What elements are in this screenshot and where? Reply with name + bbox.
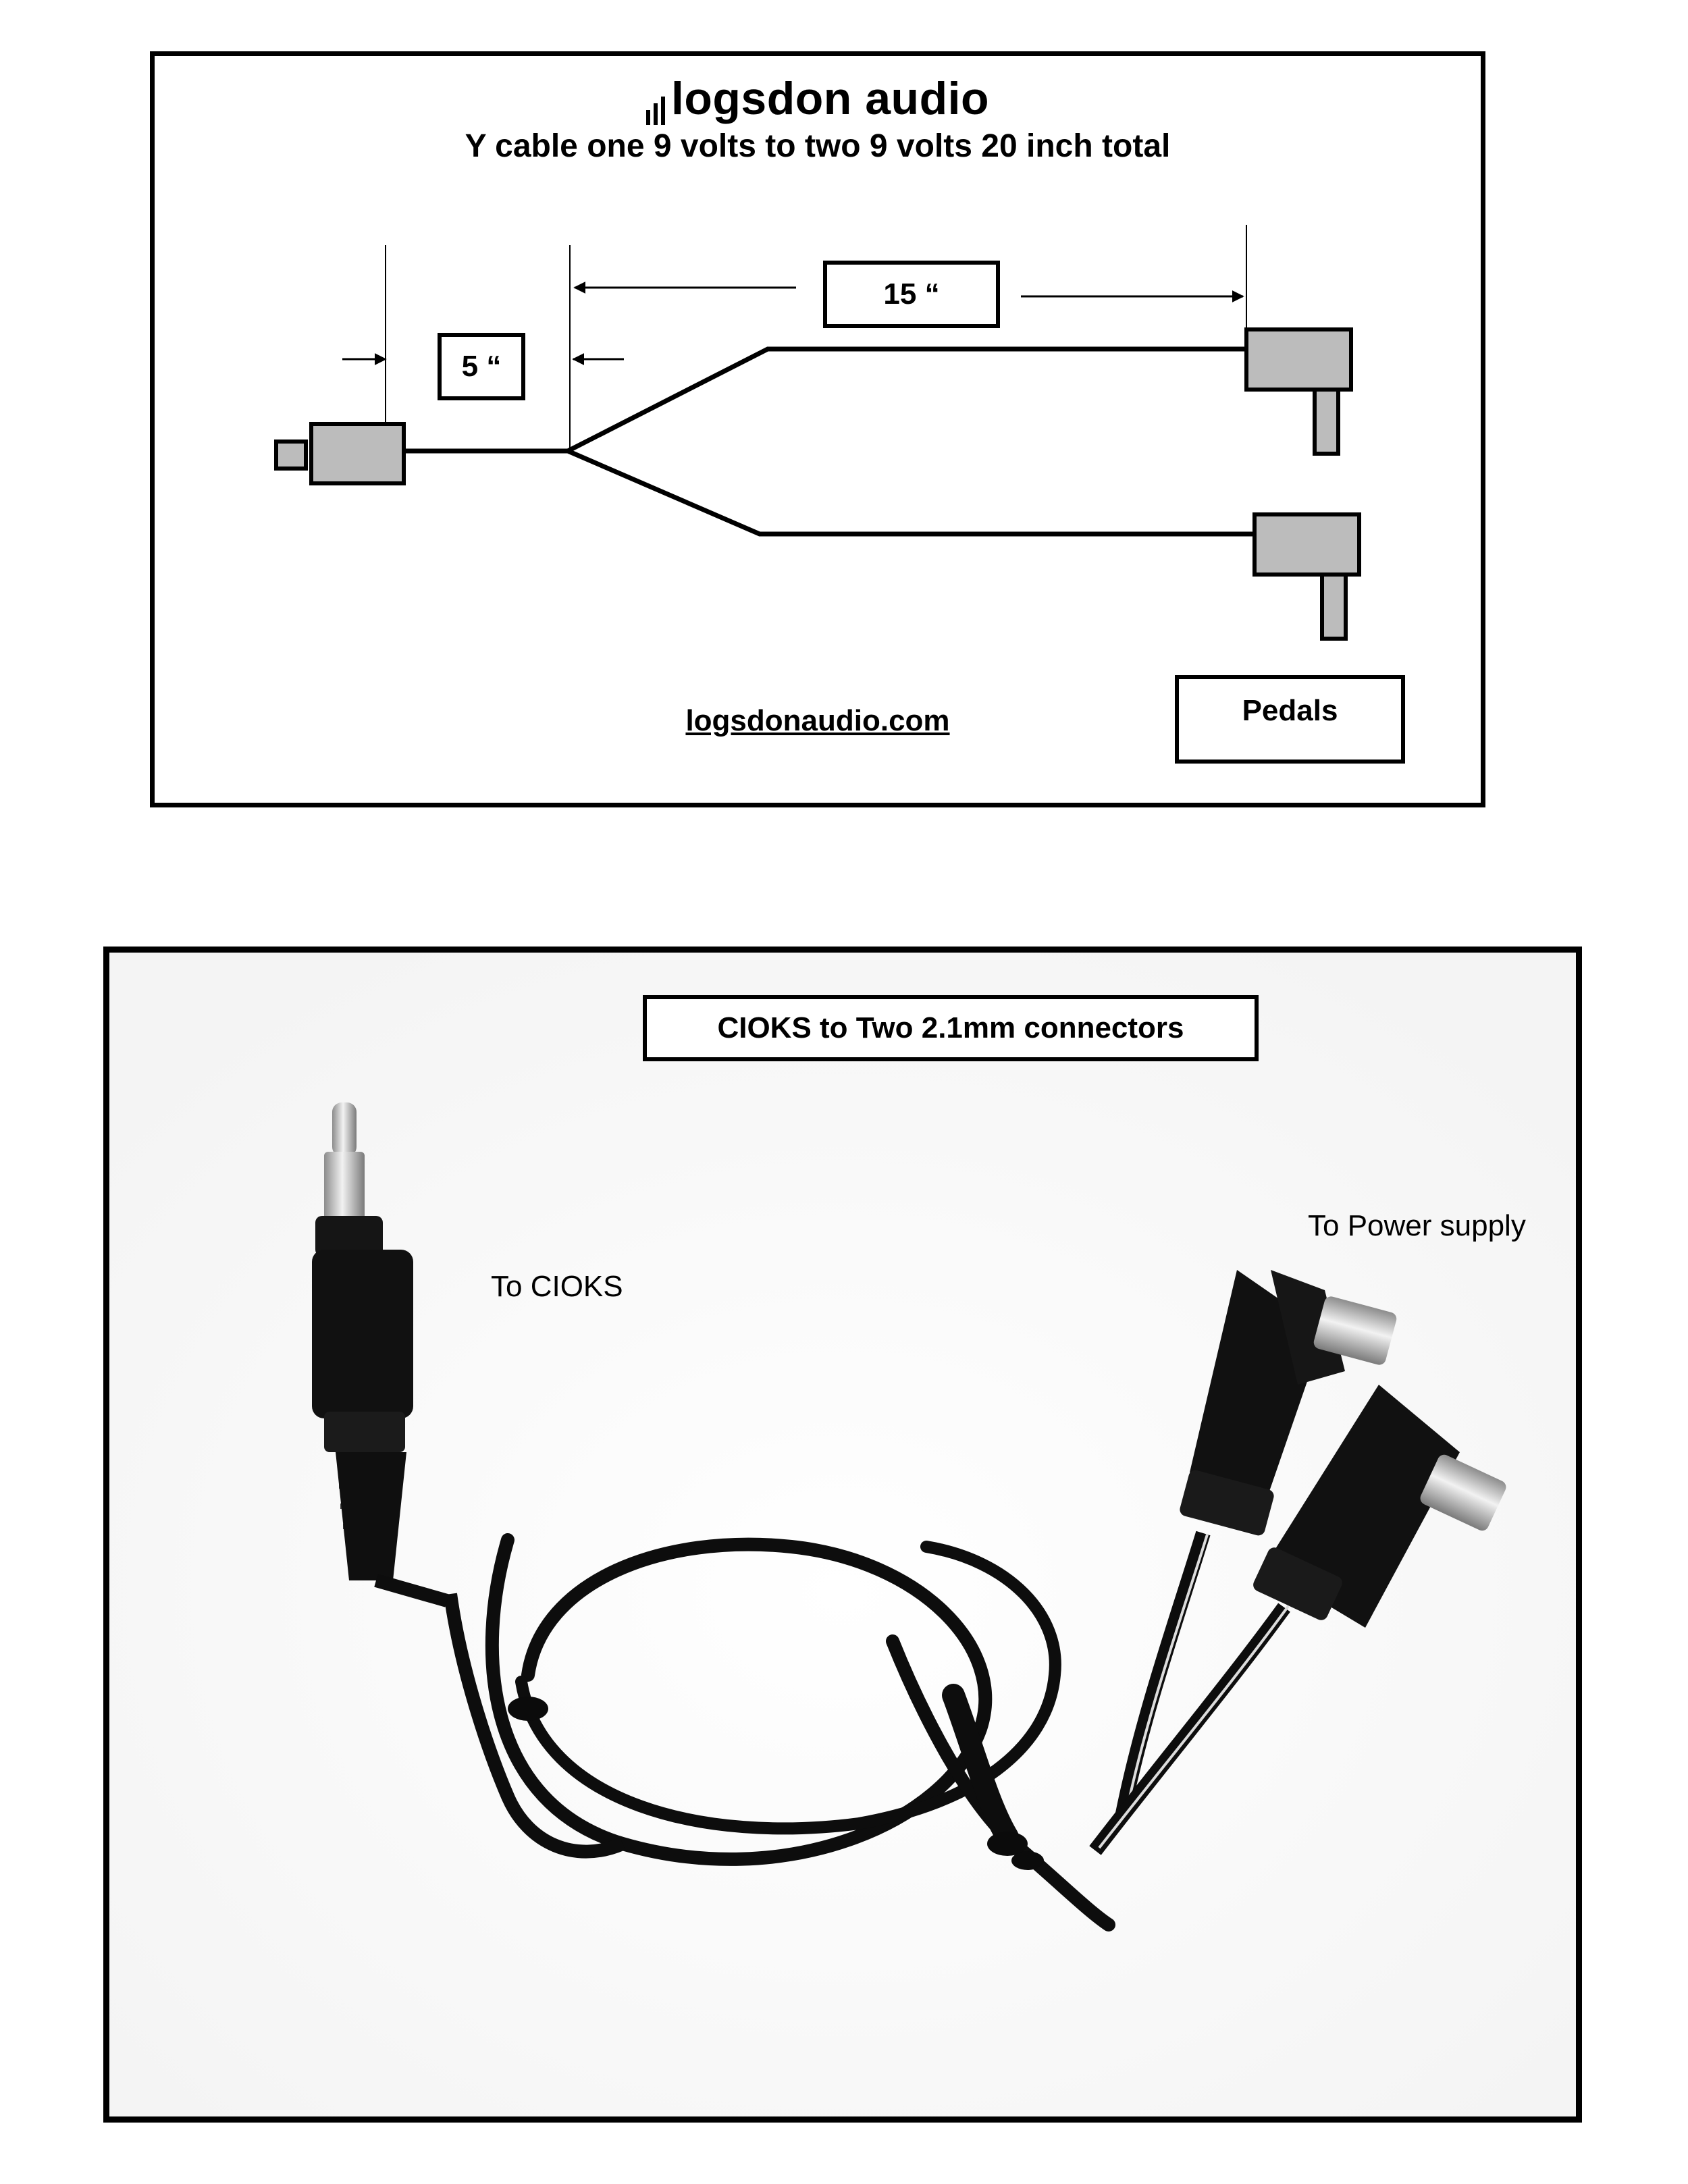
input-plug-body — [309, 422, 406, 485]
photo-panel: CIOKS to Two 2.1mm connectors To CIOKS T… — [103, 947, 1582, 2123]
website-link-container: logsdonaudio.com — [155, 704, 1481, 738]
brand-title: logsdon audio — [155, 72, 1481, 125]
output-plug-2-body — [1252, 512, 1361, 577]
diagram-panel: logsdon audio Y cable one 9 volts to two… — [150, 51, 1485, 807]
output-plug-2-pin — [1320, 572, 1348, 641]
label-to-power-supply: To Power supply — [1308, 1209, 1526, 1242]
lower-branch-cable — [566, 448, 1255, 537]
pedals-label: Pedals — [1175, 675, 1405, 764]
diagram-subtitle: Y cable one 9 volts to two 9 volts 20 in… — [465, 128, 1171, 164]
cable-photo-illustration — [109, 953, 1576, 2116]
brand-logo-bars-icon — [645, 72, 668, 125]
dimension-5in-label: 5 “ — [438, 333, 525, 400]
output-plug-1-body — [1244, 327, 1353, 392]
label-to-cioks: To CIOKS — [491, 1270, 623, 1303]
cable-coil — [485, 1533, 1115, 1932]
photo-title: CIOKS to Two 2.1mm connectors — [643, 995, 1259, 1061]
cable-diagram — [274, 225, 1361, 641]
output-plug-1-pin — [1313, 388, 1340, 456]
upper-branch-cable — [566, 346, 1246, 454]
dc-plug-2 — [1089, 1385, 1506, 1855]
input-plug-tip — [274, 440, 308, 471]
brand-name: logsdon audio — [670, 73, 990, 124]
dc-plug-1 — [1115, 1270, 1397, 1819]
cable-ties — [508, 1697, 1044, 1870]
website-link[interactable]: logsdonaudio.com — [685, 704, 950, 737]
dimension-15in-label: 15 “ — [823, 261, 1000, 328]
rca-plug — [312, 1102, 625, 1859]
